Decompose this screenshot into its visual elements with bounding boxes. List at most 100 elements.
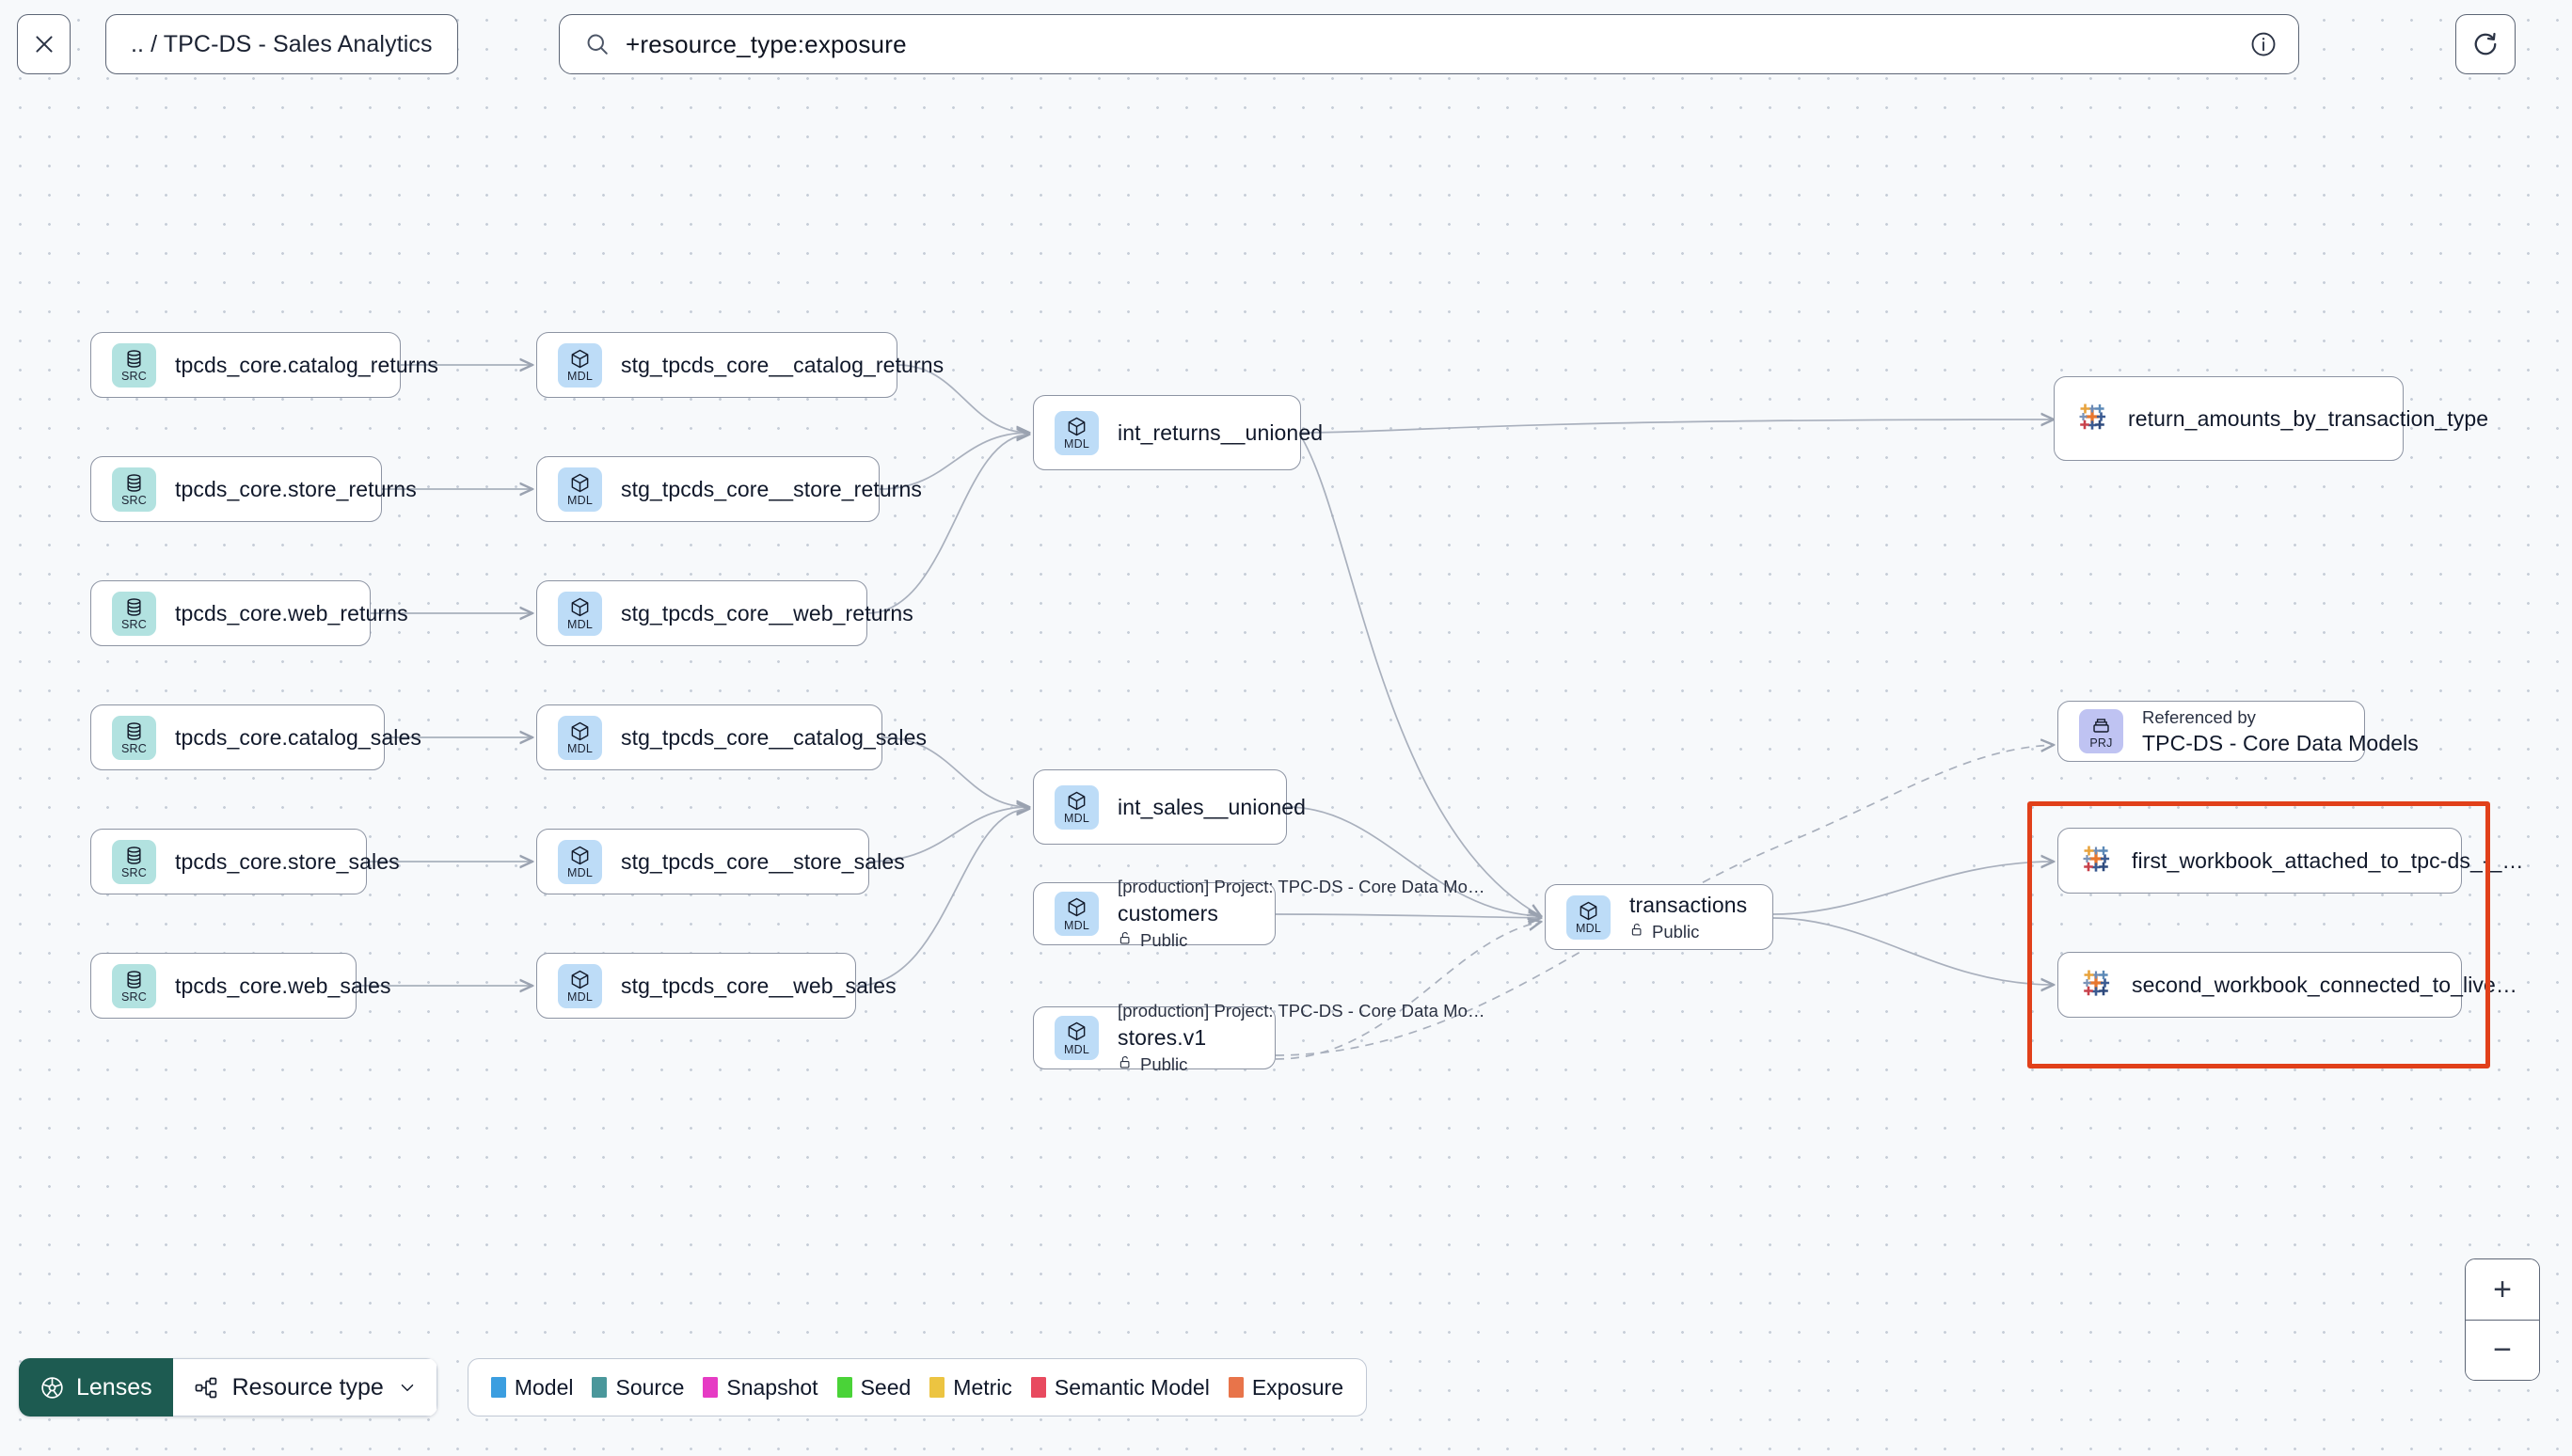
legend-swatch (592, 1377, 608, 1398)
node-title: return_amounts_by_transaction_type (2128, 405, 2489, 431)
node-title: tpcds_core.catalog_returns (175, 352, 439, 377)
node-visibility: Public (1118, 1054, 1254, 1075)
search-bar[interactable] (559, 14, 2299, 74)
refresh-button[interactable] (2455, 14, 2516, 74)
minus-icon: − (2493, 1332, 2512, 1369)
hierarchy-icon (194, 1375, 219, 1401)
graph-node-mdl-transactions[interactable]: MDL transactions Public (1545, 884, 1773, 950)
node-title: tpcds_core.store_sales (175, 848, 400, 874)
node-title: stg_tpcds_core__catalog_returns (621, 352, 945, 377)
graph-node-mdl-int-sales-unioned[interactable]: MDL int_sales__unioned (1033, 769, 1306, 845)
mdl-badge-icon: MDL (558, 342, 602, 388)
node-title: first_workbook_attached_to_tpc-ds_-_… (2132, 847, 2524, 873)
graph-node-mdl-stg-web-returns[interactable]: MDL stg_tpcds_core__web_returns (536, 580, 913, 646)
node-body: tpcds_core.web_sales (175, 973, 391, 999)
resource-type-dropdown[interactable]: Resource type (172, 1358, 437, 1416)
node-body: tpcds_core.web_returns (175, 600, 408, 626)
lenses-button[interactable]: Lenses (19, 1358, 173, 1416)
src-badge-icon: SRC (112, 839, 156, 884)
node-title: customers (1118, 901, 1218, 926)
node-visibility: Public (1118, 930, 1254, 951)
lens-control-group: Lenses Resource type (19, 1358, 437, 1416)
graph-node-mdl-stg-catalog-sales[interactable]: MDL stg_tpcds_core__catalog_sales (536, 704, 928, 770)
bottom-toolbar: Lenses Resource type (19, 1358, 1367, 1416)
legend-item-model[interactable]: Model (490, 1375, 573, 1401)
node-title: stg_tpcds_core__catalog_sales (621, 724, 928, 750)
legend-item-source[interactable]: Source (592, 1375, 684, 1401)
chevron-down-icon (397, 1377, 418, 1398)
graph-node-mdl-stores-v1[interactable]: MDL [production] Project: TPC-DS - Core … (1033, 1001, 1484, 1074)
legend-label: Source (615, 1374, 685, 1400)
zoom-in-button[interactable]: + (2466, 1259, 2539, 1321)
zoom-controls: + − (2465, 1258, 2540, 1381)
mdl-badge-icon: MDL (1055, 410, 1099, 455)
graph-node-src-catalog-returns[interactable]: SRC tpcds_core.catalog_returns (90, 332, 439, 398)
graph-node-prj-referenced-by[interactable]: PRJ Referenced by TPC-DS - Core Data Mod… (2057, 701, 2419, 762)
node-body: first_workbook_attached_to_tpc-ds_-_… (2132, 847, 2524, 874)
graph-node-mdl-int-returns-unioned[interactable]: MDL int_returns__unioned (1033, 395, 1323, 470)
legend-label: Seed (860, 1374, 912, 1400)
node-body: int_sales__unioned (1118, 795, 1306, 820)
node-title: tpcds_core.web_returns (175, 600, 408, 625)
node-title: tpcds_core.catalog_sales (175, 724, 421, 750)
mdl-badge-icon: MDL (558, 591, 602, 636)
graph-node-exp-first-workbook[interactable]: first_workbook_attached_to_tpc-ds_-_… (2057, 828, 2524, 894)
close-button[interactable] (17, 14, 71, 74)
node-title: TPC-DS - Core Data Models (2142, 730, 2419, 755)
graph-node-mdl-stg-store-returns[interactable]: MDL stg_tpcds_core__store_returns (536, 456, 922, 522)
prj-badge-icon: PRJ (2079, 709, 2123, 753)
legend-item-exposure[interactable]: Exposure (1228, 1375, 1343, 1401)
lenses-label: Lenses (76, 1373, 152, 1401)
mdl-badge-icon: MDL (1566, 894, 1611, 940)
graph-node-mdl-stg-catalog-returns[interactable]: MDL stg_tpcds_core__catalog_returns (536, 332, 945, 398)
tableau-workbook-icon (2079, 842, 2132, 880)
graph-node-exp-return-amounts[interactable]: return_amounts_by_transaction_type (2054, 376, 2489, 461)
src-badge-icon: SRC (112, 467, 156, 512)
node-project-label: [production] Project: TPC-DS - Core Data… (1118, 1001, 1485, 1021)
graph-node-src-web-returns[interactable]: SRC tpcds_core.web_returns (90, 580, 408, 646)
mdl-badge-icon: MDL (1055, 1016, 1099, 1060)
node-body: stg_tpcds_core__web_sales (621, 973, 897, 999)
graph-node-mdl-stg-web-sales[interactable]: MDL stg_tpcds_core__web_sales (536, 953, 897, 1019)
node-title: stg_tpcds_core__web_returns (621, 600, 913, 625)
search-input[interactable] (626, 29, 2249, 59)
node-title: stg_tpcds_core__web_sales (621, 973, 897, 998)
mdl-badge-icon: MDL (558, 467, 602, 512)
legend-swatch (1228, 1377, 1244, 1398)
node-title: transactions (1629, 892, 1748, 917)
top-toolbar: .. / TPC-DS - Sales Analytics (0, 0, 2572, 110)
legend-label: Metric (953, 1374, 1012, 1400)
tableau-workbook-icon (2079, 966, 2132, 1005)
node-title: tpcds_core.web_sales (175, 973, 391, 998)
breadcrumb-label: .. / TPC-DS - Sales Analytics (131, 30, 433, 57)
search-icon (584, 31, 611, 57)
mdl-badge-icon: MDL (558, 839, 602, 884)
legend-swatch (703, 1377, 719, 1398)
legend-swatch (836, 1377, 852, 1398)
node-body: tpcds_core.store_returns (175, 477, 417, 502)
src-badge-icon: SRC (112, 342, 156, 388)
plus-icon: + (2493, 1271, 2512, 1307)
legend-item-snapshot[interactable]: Snapshot (703, 1375, 818, 1401)
legend-item-metric[interactable]: Metric (929, 1375, 1012, 1401)
refresh-icon (2471, 30, 2500, 58)
node-body: second_workbook_connected_to_live… (2132, 973, 2517, 998)
breadcrumb[interactable]: .. / TPC-DS - Sales Analytics (105, 14, 458, 74)
aperture-icon (40, 1375, 65, 1401)
legend-item-seed[interactable]: Seed (836, 1374, 912, 1401)
zoom-out-button[interactable]: − (2466, 1320, 2539, 1380)
graph-node-mdl-customers[interactable]: MDL [production] Project: TPC-DS - Core … (1033, 877, 1484, 950)
graph-node-mdl-stg-store-sales[interactable]: MDL stg_tpcds_core__store_sales (536, 829, 905, 894)
close-icon (32, 32, 56, 56)
graph-node-exp-second-workbook[interactable]: second_workbook_connected_to_live… (2057, 952, 2517, 1018)
node-visibility: Public (1629, 922, 1747, 942)
node-body: int_returns__unioned (1118, 420, 1323, 446)
graph-node-src-store-sales[interactable]: SRC tpcds_core.store_sales (90, 829, 400, 894)
graph-node-src-catalog-sales[interactable]: SRC tpcds_core.catalog_sales (90, 704, 421, 770)
graph-node-src-store-returns[interactable]: SRC tpcds_core.store_returns (90, 456, 417, 522)
graph-node-src-web-sales[interactable]: SRC tpcds_core.web_sales (90, 953, 391, 1019)
info-circle-icon[interactable] (2249, 30, 2278, 58)
legend-item-semantic-model[interactable]: Semantic Model (1030, 1375, 1210, 1401)
legend-swatch (1030, 1377, 1046, 1398)
